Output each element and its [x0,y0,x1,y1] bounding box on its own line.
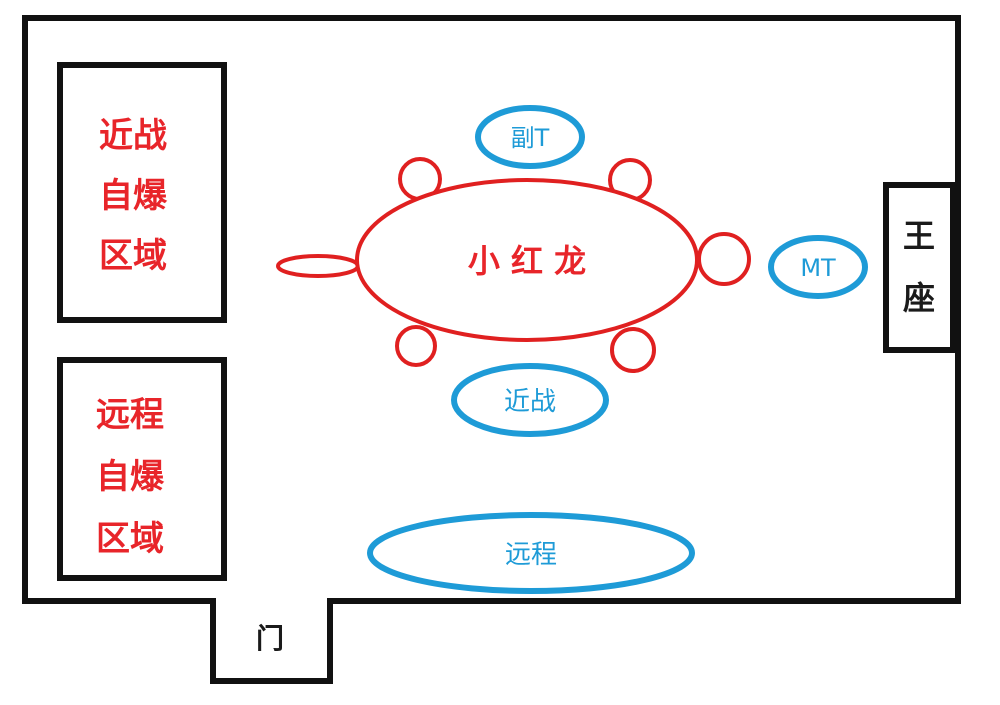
ranged-zone-label-1: 远程 [96,395,164,435]
ranged-marker [367,512,695,594]
room-wall [22,15,961,684]
ranged-label: 远程 [505,540,557,570]
main-tank-label: MT [800,254,836,282]
main-tank-marker [768,235,868,299]
melee-marker [451,363,609,437]
door-label: 门 [256,622,284,655]
throne-label-1: 王 [903,217,935,255]
melee-explosion-zone [57,62,227,323]
throne [883,182,956,353]
dragon-leg-back-left [395,325,437,367]
dragon-body [355,178,699,342]
melee-label: 近战 [504,387,556,417]
dragon-tail [276,254,360,278]
boss-name: 小 红 龙 [468,242,586,280]
off-tank-label: 副T [511,124,550,152]
melee-zone-label-1: 近战 [99,116,167,156]
boss-dragon [276,157,751,373]
dragon-leg-back-right [610,327,656,373]
melee-zone-label-3: 区域 [99,236,167,276]
ranged-zone-label-3: 区域 [96,519,164,559]
throne-label-2: 座 [903,279,935,317]
ranged-zone-label-2: 自爆 [96,457,165,497]
melee-zone-label-2: 自爆 [99,176,168,216]
off-tank-marker [475,105,585,169]
ranged-explosion-zone [57,357,227,581]
dragon-head [697,232,751,286]
